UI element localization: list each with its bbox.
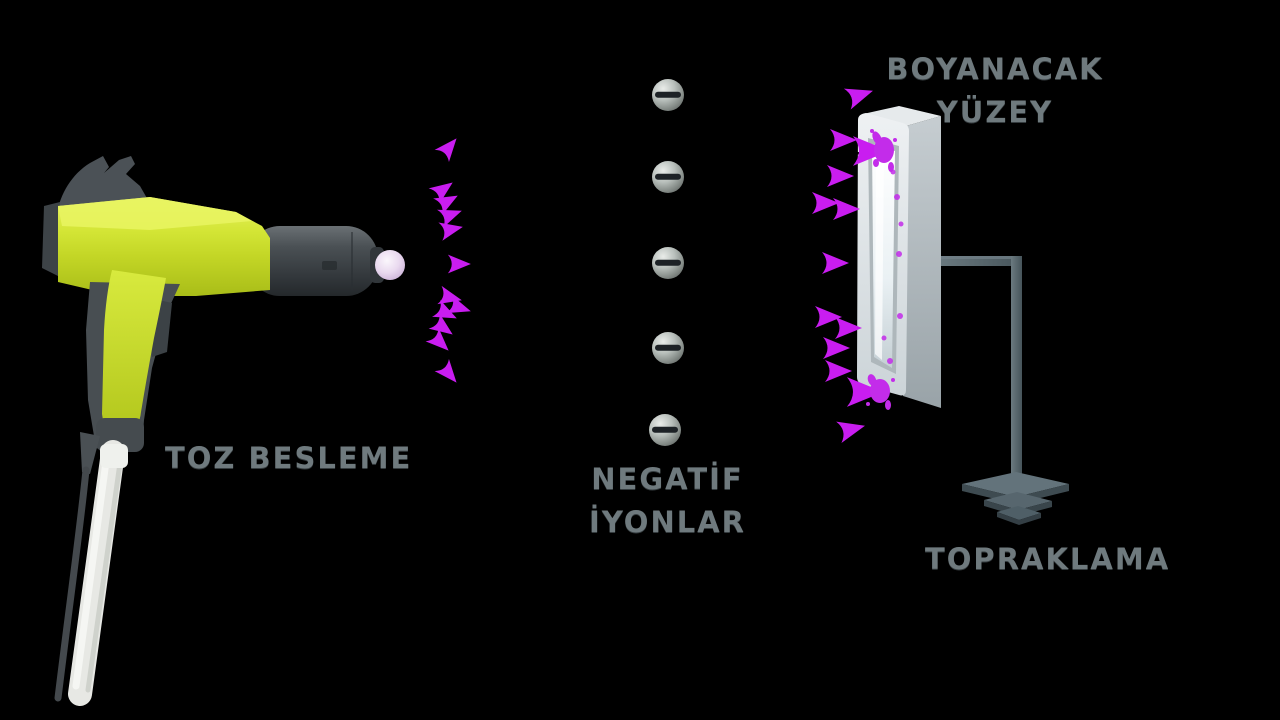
paint-splats [866, 129, 904, 410]
negative-ion [652, 161, 684, 193]
wire-highlight [936, 256, 1022, 259]
ground-wire-vertical [1011, 256, 1022, 480]
hose-connector [100, 444, 128, 468]
cable-cone [80, 432, 100, 474]
target-panel [857, 106, 941, 408]
powder-hose [68, 440, 125, 706]
ground-plate-3-edge [997, 512, 1041, 525]
ground-plate-1 [962, 472, 1069, 497]
negative-ion [649, 414, 681, 446]
powder-hose-highlight [72, 450, 111, 690]
label-paint-surface-line2: YÜZEY [936, 95, 1054, 129]
minus-sign [655, 91, 681, 98]
label-powder-feed: TOZ BESLEME [165, 441, 413, 475]
overspray-dots [881, 169, 904, 364]
negative-ion [652, 332, 684, 364]
minus-sign [655, 173, 681, 180]
label-grounding: TOPRAKLAMA [925, 542, 1171, 576]
minus-sign [652, 426, 678, 433]
barrel-notch [322, 261, 337, 270]
panel-top-face [863, 106, 941, 126]
ground-wire-horizontal [936, 256, 1022, 266]
minus-sign [655, 344, 681, 351]
negative-ions [649, 79, 684, 446]
spray-gun [42, 156, 405, 706]
powder-hose-shade [85, 453, 124, 693]
field-lines [410, 92, 868, 430]
minus-sign [655, 259, 681, 266]
label-paint-surface-line1: BOYANACAK [886, 52, 1104, 86]
label-negative-ions: NEGATİF İYONLAR [555, 458, 780, 544]
gun-rear-edge [42, 202, 60, 276]
panel-gloss-streak [875, 150, 884, 360]
label-negative-ions-line2: İYONLAR [589, 505, 746, 539]
label-paint-surface: BOYANACAK YÜZEY [865, 48, 1125, 134]
ground-wire [936, 256, 1022, 480]
gun-barrel [248, 226, 378, 296]
power-cable [54, 466, 90, 702]
label-negative-ions-line1: NEGATİF [591, 462, 744, 496]
gun-body-highlight [58, 197, 252, 230]
panel-side-face [903, 116, 941, 408]
nozzle-tip [375, 250, 405, 280]
gun-handle [102, 270, 166, 434]
ground-symbol [962, 472, 1069, 525]
negative-ion [652, 79, 684, 111]
negative-ion [652, 247, 684, 279]
